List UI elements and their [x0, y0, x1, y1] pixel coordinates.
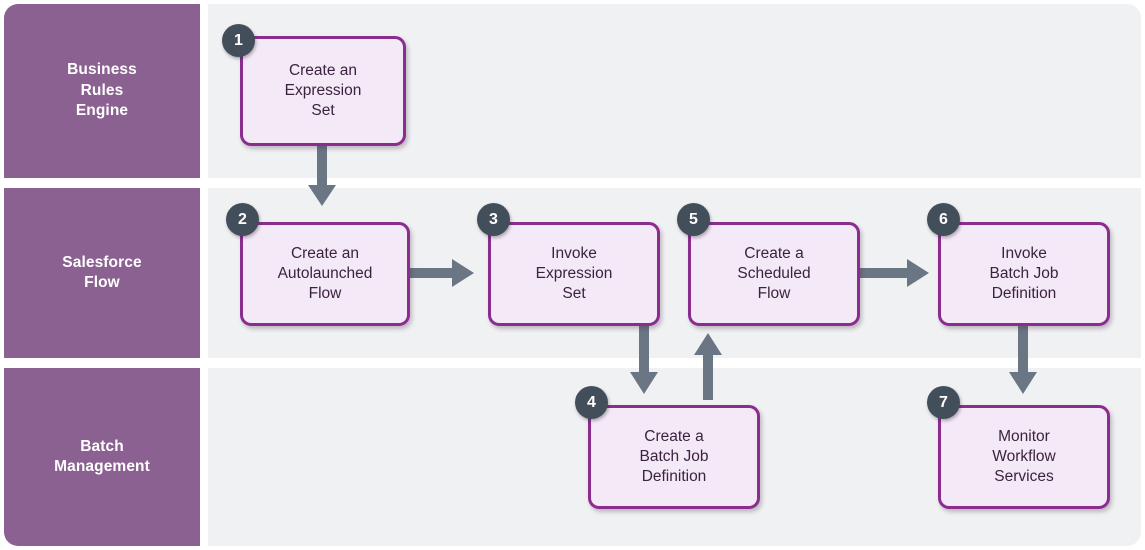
node-label: Create a Scheduled Flow [737, 244, 811, 303]
swimlane-header-batch-management: Batch Management [4, 368, 200, 546]
node-badge-4: 4 [575, 386, 608, 419]
node-badge-6: 6 [927, 203, 960, 236]
node-label: Create an Expression Set [284, 61, 362, 120]
node-create-a-batch-job-definition[interactable]: Create a Batch Job Definition [588, 405, 760, 509]
node-badge-3: 3 [477, 203, 510, 236]
node-label: Create a Batch Job Definition [639, 427, 709, 486]
node-badge-7: 7 [927, 386, 960, 419]
node-label: Invoke Batch Job Definition [989, 244, 1059, 303]
node-badge-2: 2 [226, 203, 259, 236]
swimlane-label: Business Rules Engine [67, 61, 137, 120]
node-create-an-expression-set[interactable]: Create an Expression Set [240, 36, 406, 146]
node-badge-5: 5 [677, 203, 710, 236]
swimlane-header-business-rules-engine: Business Rules Engine [4, 4, 200, 178]
node-create-a-scheduled-flow[interactable]: Create a Scheduled Flow [688, 222, 860, 326]
swimlane-header-salesforce-flow: Salesforce Flow [4, 188, 200, 358]
node-monitor-workflow-services[interactable]: Monitor Workflow Services [938, 405, 1110, 509]
node-label: Create an Autolaunched Flow [277, 244, 373, 303]
node-invoke-batch-job-definition[interactable]: Invoke Batch Job Definition [938, 222, 1110, 326]
swimlane-label: Batch Management [54, 437, 150, 475]
node-label: Monitor Workflow Services [992, 427, 1056, 486]
node-create-an-autolaunched-flow[interactable]: Create an Autolaunched Flow [240, 222, 410, 326]
node-badge-1: 1 [222, 24, 255, 57]
swimlane-business-rules-engine: Business Rules Engine [0, 4, 1145, 178]
node-invoke-expression-set[interactable]: Invoke Expression Set [488, 222, 660, 326]
node-label: Invoke Expression Set [535, 244, 613, 303]
swimlane-label: Salesforce Flow [62, 253, 142, 291]
